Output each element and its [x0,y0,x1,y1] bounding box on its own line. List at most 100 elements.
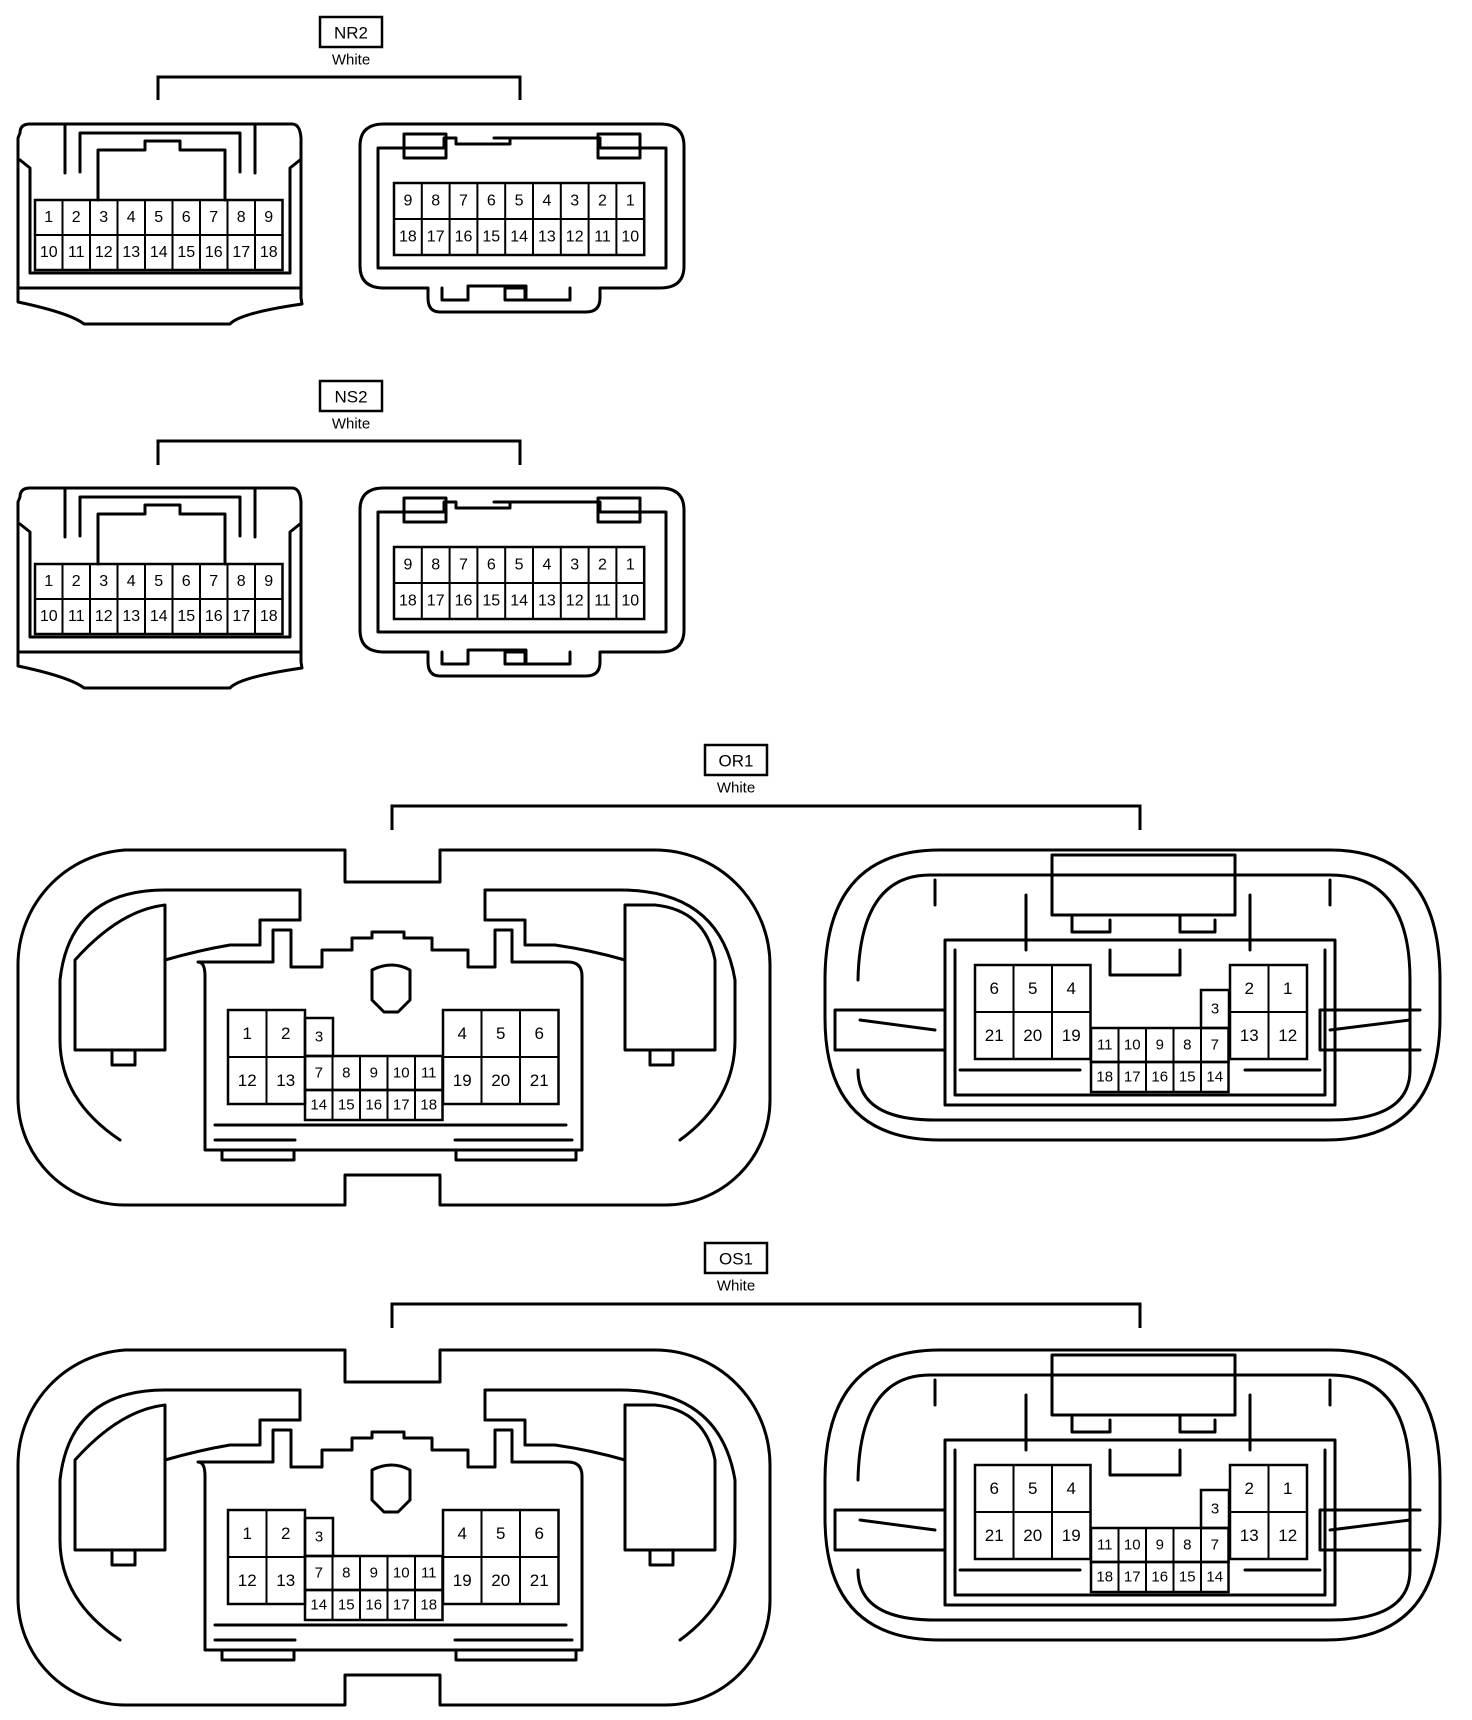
pin-number: 6 [535,1024,544,1043]
pin-number: 7 [1211,1537,1219,1554]
pin-number: 9 [1156,1037,1164,1054]
pin-number: 13 [538,229,556,246]
pin-number: 15 [482,593,500,610]
connector-code-box [703,1241,769,1275]
connector-outline [823,1348,1442,1642]
pin-number: 3 [315,1029,323,1046]
connector-outline [858,1518,1412,1532]
connector-outline [163,1418,627,1462]
pin-number: 2 [72,573,81,590]
pin-number: 4 [542,557,551,574]
pin-number: 16 [365,1597,382,1614]
connector-outline [1070,913,1217,934]
connector-outline [110,1048,675,1067]
pin-number: 21 [985,1026,1004,1045]
pin-number: 12 [1278,1526,1297,1545]
connector-outline [858,1018,1412,1032]
pin-number: 9 [264,209,273,226]
pin-number: 15 [1179,1569,1196,1586]
pin-number: 10 [1124,1037,1141,1054]
connector-outline [503,286,527,302]
pin-number: 8 [1183,1537,1191,1554]
pin-number: 19 [453,1571,472,1590]
connector-outline [58,888,302,1142]
pin-number: 4 [458,1524,467,1543]
connector-outline [358,122,686,314]
pin-number: 21 [530,1071,549,1090]
pin-number: 9 [403,193,412,210]
pin-number: 9 [264,573,273,590]
pin-number: 20 [491,1071,510,1090]
pin-number: 16 [1151,1069,1168,1086]
pin-number: 8 [237,209,246,226]
pin-number: 12 [238,1571,257,1590]
pin-number: 20 [1023,1026,1042,1045]
pin-number: 14 [1206,1569,1223,1586]
pin-number: 14 [150,608,168,625]
pin-number: 3 [570,193,579,210]
pin-number: 6 [182,209,191,226]
pin-number: 12 [566,229,584,246]
connector-outline [78,131,242,174]
pin-number: 5 [496,1024,505,1043]
pin-number: 16 [455,593,473,610]
pin-number: 1 [1283,1479,1292,1498]
pin-number: 9 [403,557,412,574]
pin-number: 3 [1211,1501,1219,1518]
connector-color: White [717,1278,755,1295]
connector-outline [1108,948,1182,977]
pin-number: 4 [1067,979,1076,998]
connector-outline [1108,1448,1182,1477]
pin-number: 15 [338,1097,355,1114]
connector-outline [16,848,772,1207]
connector-code: NR2 [334,24,368,43]
pin-grid: 3 [303,1516,335,1558]
connector-outline [943,938,1337,1107]
pin-number: 9 [370,1565,378,1582]
pin-number: 15 [338,1597,355,1614]
pin-number: 9 [370,1065,378,1082]
pin-number: 19 [1062,1026,1081,1045]
connector-outline [96,139,227,202]
pin-number: 3 [99,209,108,226]
connector-outline [298,1388,487,1422]
pin-number: 21 [530,1571,549,1590]
connector-outline [370,963,412,1014]
pin-number: 13 [538,593,556,610]
pin-number: 11 [1097,1537,1113,1554]
pin-number: 6 [990,1479,999,1498]
pin-number: 10 [40,244,58,261]
pin-number: 5 [1028,979,1037,998]
pin-grid-frame [1089,1560,1230,1594]
pin-number: 20 [491,1571,510,1590]
pin-number: 5 [154,209,163,226]
connector-outline [596,496,642,524]
pin-number: 15 [1179,1069,1196,1086]
pin-number: 7 [209,573,218,590]
connector-outline [1024,1393,1252,1452]
pin-number: 11 [68,608,85,625]
pin-number: 6 [487,557,496,574]
pin-number: 2 [1245,979,1254,998]
pin-number: 17 [1124,1069,1141,1086]
pin-number: 12 [566,593,584,610]
pin-number: 17 [232,244,250,261]
pin-number: 4 [1067,1479,1076,1498]
connector-outline [16,122,304,326]
pin-number: 2 [281,1024,290,1043]
pin-number: 13 [122,244,140,261]
pin-number: 20 [1023,1526,1042,1545]
connector-outline [298,888,487,922]
